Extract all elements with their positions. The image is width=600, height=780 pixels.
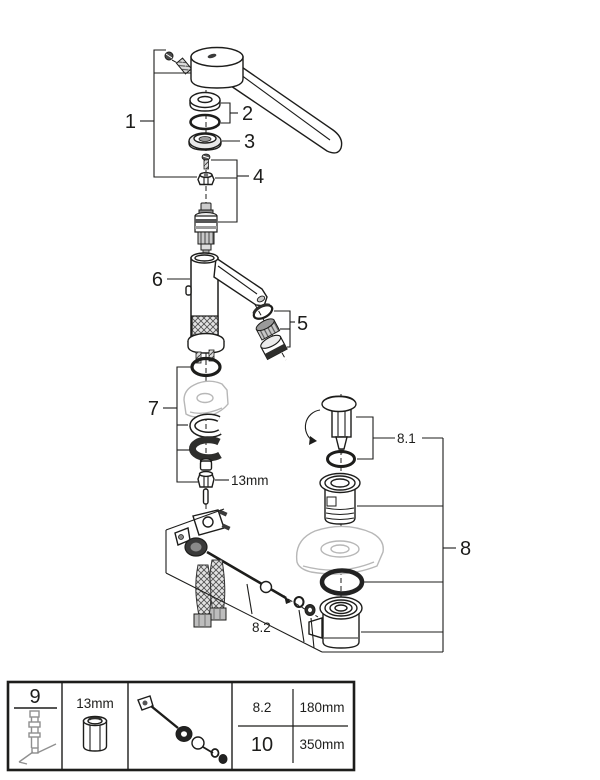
cap-ring	[189, 91, 221, 112]
cartridge	[194, 202, 218, 254]
bracket-5	[274, 310, 295, 348]
tool-label: 9	[29, 686, 40, 708]
bracket-7	[163, 366, 198, 483]
part-label-6: 6	[152, 269, 163, 291]
bracket-8	[322, 438, 456, 653]
bracket-8-1	[356, 416, 443, 460]
cartridge-screw	[201, 153, 211, 170]
dome-ring	[188, 132, 222, 151]
part-label-7: 7	[148, 398, 159, 420]
part-label-1: 1	[125, 111, 136, 133]
drain-body-lower	[308, 596, 363, 649]
lever-handle	[190, 46, 343, 154]
part-label-4: 4	[253, 166, 264, 188]
nut-size-label: 13mm	[76, 696, 114, 711]
part-label-8-2: 8.2	[252, 620, 271, 635]
bracket-8-2	[165, 508, 323, 653]
dim-row2-length: 350mm	[299, 737, 344, 752]
drain-o-ring-small	[326, 450, 356, 468]
bracket-1	[140, 49, 197, 178]
ghost-sink-section-upper	[183, 380, 229, 418]
o-ring-handle	[189, 113, 221, 131]
aerator-parts	[252, 303, 288, 361]
faucet-body	[185, 252, 268, 364]
drain-o-ring-large	[319, 568, 365, 596]
drain-plug	[304, 395, 357, 454]
part-label-8: 8	[460, 538, 471, 560]
mounting-tool-icon	[14, 707, 57, 765]
bracket-4	[211, 159, 249, 223]
part-label-8-1: 8.1	[397, 431, 416, 446]
nut-icon	[82, 715, 108, 752]
legend-table: 9 13mm 8.2 180mm 10 350mm	[6, 680, 356, 772]
dim-row1-ref: 8.2	[253, 700, 272, 715]
part-label-2: 2	[242, 103, 253, 125]
part-label-3: 3	[244, 131, 255, 153]
part-label-5: 5	[297, 313, 308, 335]
popup-rod-assembly	[174, 488, 316, 616]
mounting-parts	[188, 356, 222, 488]
dim-row1-length: 180mm	[299, 700, 344, 715]
wrench-size-note: 13mm	[231, 473, 269, 488]
drain-body-upper	[319, 472, 361, 525]
handle-set-screw	[164, 51, 193, 75]
ghost-sink-section-lower	[295, 525, 384, 575]
bracket-2	[221, 102, 238, 124]
dim-row2-ref: 10	[251, 734, 273, 756]
cartridge-nut	[197, 171, 215, 186]
rod-icon	[137, 695, 228, 764]
supply-hoses	[193, 559, 227, 628]
